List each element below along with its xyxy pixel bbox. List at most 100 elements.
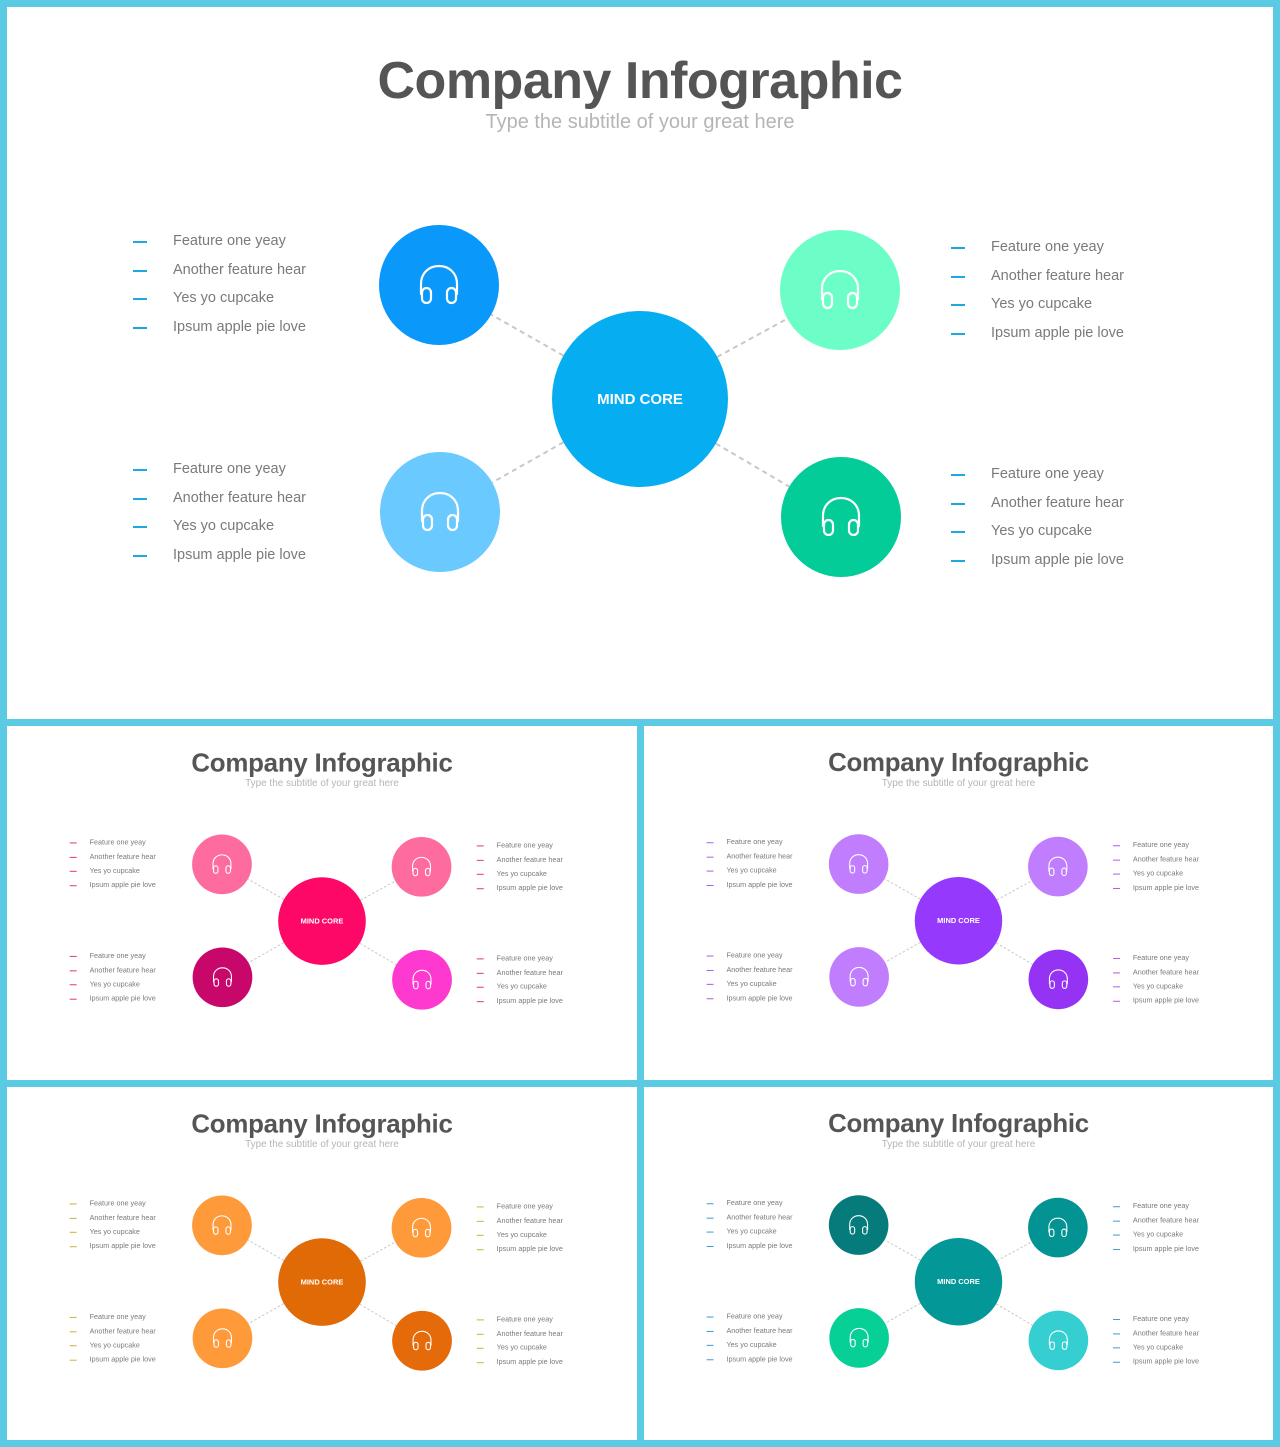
list-item-text: Ipsum apple pie love <box>496 1358 563 1367</box>
dash-bullet <box>706 1246 714 1248</box>
list-item: Another feature hear <box>951 262 1124 291</box>
list-item-text: Feature one yeay <box>726 951 783 960</box>
dash-bullet <box>951 560 965 563</box>
list-item-text: Yes yo cupcake <box>1132 1230 1184 1239</box>
list-item: Feature one yeay <box>476 838 563 852</box>
list-item: Another feature hear <box>1113 1214 1199 1228</box>
list-item: Ipsum apple pie love <box>69 1353 156 1367</box>
dash-bullet <box>706 885 714 887</box>
dash-bullet <box>69 885 77 887</box>
dash-bullet <box>133 469 147 471</box>
list-item: Another feature hear <box>706 1324 793 1338</box>
node-circle-bl <box>192 1308 253 1369</box>
headphones-icon <box>820 269 860 310</box>
list-item: Yes yo cupcake <box>476 1228 563 1242</box>
node-circle-br <box>1028 949 1089 1010</box>
list-item-text: Feature one yeay <box>726 838 783 847</box>
list-item: Feature one yeay <box>951 460 1124 489</box>
list-item: Ipsum apple pie love <box>951 319 1124 348</box>
node-circle-br <box>1028 1310 1089 1371</box>
dash-bullet <box>69 1345 77 1347</box>
dash-bullet <box>1113 888 1120 889</box>
list-item-text: Feature one yeay <box>991 466 1104 482</box>
list-item: Feature one yeay <box>1113 1199 1199 1213</box>
mind-core-label: MIND CORE <box>937 916 980 925</box>
list-item: Ipsum apple pie love <box>476 1355 563 1369</box>
dash-bullet <box>476 873 484 875</box>
list-item: Ipsum apple pie love <box>951 546 1124 575</box>
connector-br <box>359 1303 397 1327</box>
node-circle-tl <box>379 225 499 345</box>
connector-br <box>359 942 397 966</box>
connector-tl <box>247 1239 285 1261</box>
dash-bullet <box>706 1231 714 1233</box>
list-item-text: Another feature hear <box>726 1213 793 1222</box>
headphones-icon <box>412 969 432 990</box>
dash-bullet <box>1113 1234 1120 1236</box>
list-item-text: Feature one yeay <box>89 1312 146 1321</box>
list-item-text: Another feature hear <box>89 852 156 861</box>
slide-subtitle: Type the subtitle of your great here <box>485 111 795 133</box>
list-item: Yes yo cupcake <box>1113 867 1199 881</box>
connector-tl <box>884 878 921 900</box>
list-item-text: Feature one yeay <box>89 838 146 847</box>
connector-br <box>995 1303 1033 1326</box>
headphones-icon <box>849 854 869 874</box>
dash-bullet <box>476 958 484 960</box>
dash-bullet <box>69 1331 77 1333</box>
list-item: Ipsum apple pie love <box>69 878 156 892</box>
dash-bullet <box>951 474 965 476</box>
node-circle-br <box>781 457 901 577</box>
connector-tr <box>360 1241 396 1262</box>
node-circle-bl <box>829 1308 889 1368</box>
list-item-text: Another feature hear <box>89 1213 156 1222</box>
list-item-text: Another feature hear <box>496 968 563 977</box>
list-item: Another feature hear <box>133 484 306 513</box>
list-item-text: Feature one yeay <box>496 954 553 963</box>
slide-title: Company Infographic <box>828 748 1089 778</box>
headphones-icon <box>412 1330 432 1351</box>
list-item: Ipsum apple pie love <box>69 1239 156 1253</box>
list-item: Another feature hear <box>69 1324 156 1338</box>
headphones-icon <box>212 967 232 987</box>
list-item-text: Yes yo cupcake <box>1132 869 1184 878</box>
list-item-text: Ipsum apple pie love <box>1132 884 1199 892</box>
list-item: Another feature hear <box>476 1327 563 1341</box>
list-item: Another feature hear <box>476 966 563 980</box>
connector-tr <box>360 880 396 901</box>
list-item: Another feature hear <box>476 1214 563 1228</box>
dash-bullet <box>476 1347 484 1349</box>
mind-core-circle: MIND CORE <box>278 877 366 965</box>
dash-bullet <box>706 1203 714 1205</box>
dash-bullet <box>1113 1361 1120 1363</box>
list-item: Feature one yeay <box>706 1196 793 1210</box>
dash-bullet <box>476 1220 484 1222</box>
list-item: Feature one yeay <box>1113 951 1199 965</box>
list-item-text: Ipsum apple pie love <box>496 884 563 893</box>
list-item: Yes yo cupcake <box>706 1338 793 1352</box>
list-item-text: Another feature hear <box>726 852 793 861</box>
dash-bullet <box>476 972 484 974</box>
node-circle-bl <box>192 947 253 1008</box>
slide-subtitle: Type the subtitle of your great here <box>245 777 399 789</box>
connector-lines <box>490 313 790 488</box>
dash-bullet <box>133 298 147 301</box>
slide-subtitle: Type the subtitle of your great here <box>245 1138 399 1150</box>
dash-bullet <box>951 531 965 534</box>
list-item: Another feature hear <box>1113 853 1199 867</box>
list-item: Feature one yeay <box>133 455 306 484</box>
list-item-text: Yes yo cupcake <box>173 290 275 307</box>
list-item-text: Feature one yeay <box>726 1199 783 1208</box>
dash-bullet <box>133 269 147 272</box>
mind-core-circle: MIND CORE <box>278 1238 366 1326</box>
